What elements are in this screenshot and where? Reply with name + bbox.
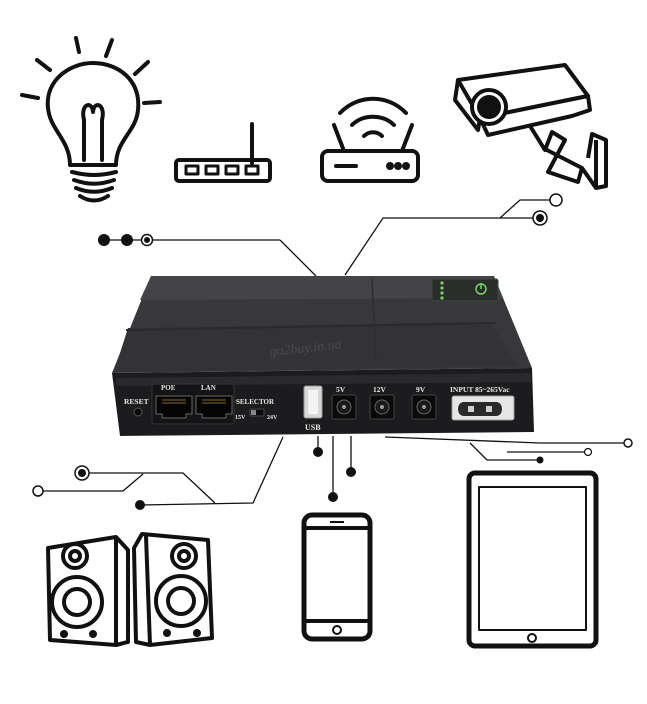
voltage-selector: SELECTOR 15V 24V [235,398,278,421]
reset-port: RESET [124,397,149,417]
dc-5v-label: 5V [336,385,346,394]
selector-label: SELECTOR [236,398,275,406]
dc-port-5v: 5V [331,385,357,420]
connector-dots-bottom [32,438,633,510]
ac-input-port: INPUT 85~265Vac [450,385,515,421]
usb-port: USB [303,385,323,432]
router-4-port-icon [174,122,272,183]
dc-9v-label: 9V [416,385,426,394]
poe-label: POE [161,384,176,392]
light-bulb-icon [20,36,162,203]
dc-12v-label: 12V [373,385,387,394]
connector-lines-top [104,199,556,277]
selector-24v-label: 24V [267,415,278,421]
security-camera-icon [453,63,608,190]
speaker-left [46,535,130,647]
dc-port-12v: 12V [369,385,395,420]
connector-dots-top [98,193,563,247]
smartphone-icon [301,512,373,642]
connector-lines-bottom [38,436,628,506]
usb-label: USB [305,423,321,432]
poe-lan-ports: POE LAN [151,383,235,425]
dc-port-9v: 9V [411,385,437,420]
status-led-panel [431,278,499,302]
speakers-icon [46,532,214,647]
mini-ups-device: go2buy.in.ua RESET POE LAN [112,276,534,436]
input-label: INPUT 85~265Vac [450,385,510,394]
wifi-router-icon [320,96,420,183]
speaker-right [132,532,214,647]
tablet-icon [466,470,599,649]
reset-label: RESET [124,397,149,406]
selector-15v-label: 15V [235,415,246,421]
lan-label: LAN [201,384,216,392]
